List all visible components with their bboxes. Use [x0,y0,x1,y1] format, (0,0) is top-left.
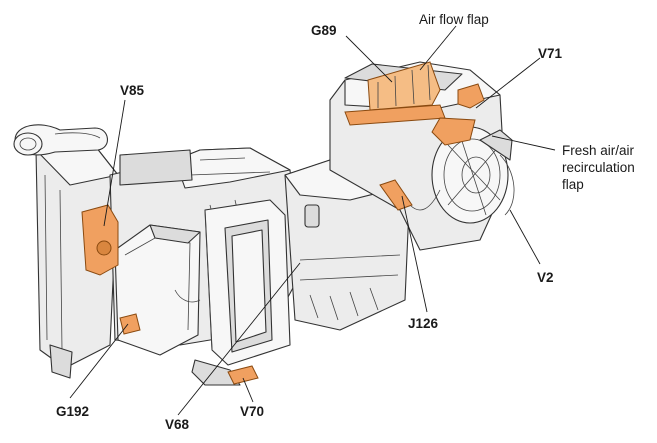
label-fresh-air-line1: Fresh air/air [562,143,635,158]
g192-highlight [119,313,141,335]
label-g89: G89 [311,23,337,38]
label-v2: V2 [537,270,554,285]
j126-highlight [379,179,413,211]
leader-v2 [509,209,541,265]
leader-j126 [401,195,428,313]
leader-air-flow-flap [419,25,457,71]
v71-motor-highlight [457,83,485,109]
label-v70: V70 [240,404,264,419]
leader-v70 [242,377,254,403]
v70-highlight [227,365,259,385]
highlights [81,61,485,385]
recirculation-flap-highlight [431,117,476,146]
leader-v85 [103,99,126,227]
label-v85: V85 [120,83,145,98]
label-g192: G192 [56,404,89,419]
label-v71: V71 [538,46,563,61]
leader-g89 [345,35,393,83]
label-fresh-air-line3: flap [562,177,584,192]
front-frame [191,199,291,386]
leader-lines [69,25,556,416]
v85-highlight [81,204,119,276]
left-heater-housing [13,124,119,379]
air-flow-flap-highlight [367,61,441,111]
leader-v68 [177,262,301,416]
label-j126: J126 [408,316,439,331]
leader-fresh-air [491,135,556,151]
leader-v71 [475,57,541,109]
label-air-flow-flap: Air flow flap [419,12,489,27]
label-v68: V68 [165,417,190,432]
rear-inlet-duct [114,224,201,356]
labels: G89 Air flow flap V71 V85 Fresh air/air … [56,12,635,432]
label-fresh-air-line2: recirculation [562,160,635,175]
leader-g192 [69,323,129,399]
